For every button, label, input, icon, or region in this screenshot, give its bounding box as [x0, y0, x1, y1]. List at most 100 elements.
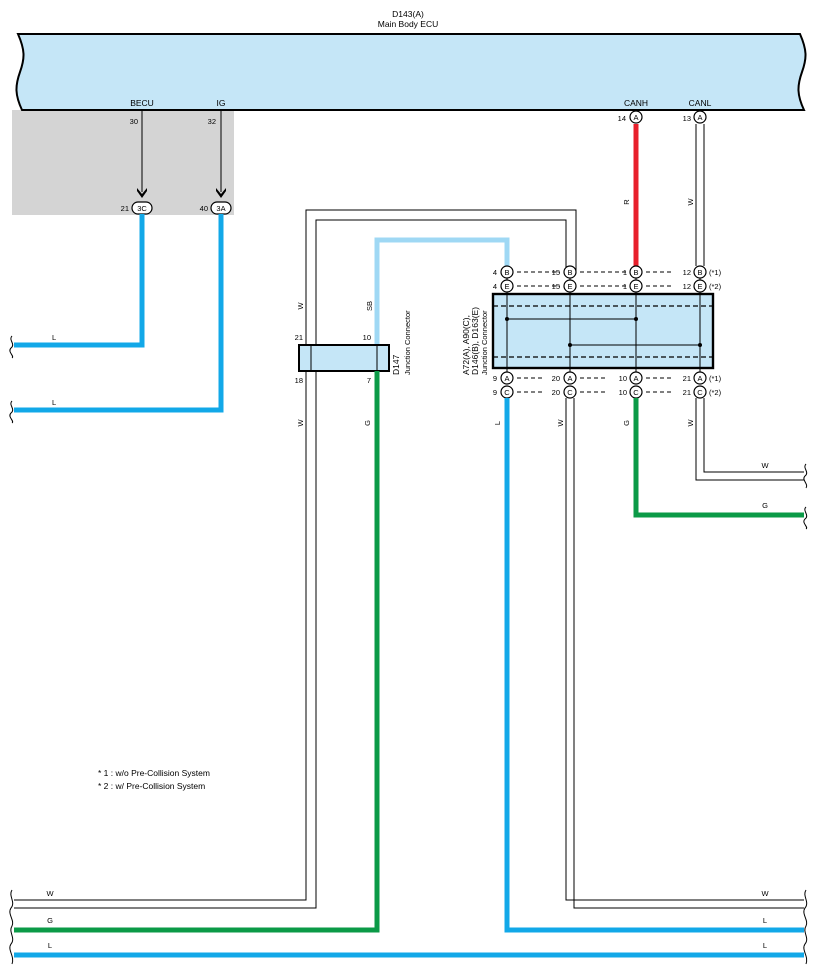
row-c-note: (*2): [709, 388, 722, 397]
label-bottom-l-left: L: [48, 941, 52, 950]
junction-title-3: Junction Connector: [480, 310, 489, 375]
wire-l-junction: [504, 398, 804, 933]
wire-w-loop-outer: [305, 209, 577, 345]
d147-id: D147: [391, 354, 401, 375]
break-mark-left-2: [9, 400, 14, 424]
wire-w-lower-outer: [14, 371, 307, 901]
d147-name: Junction Connector: [403, 310, 412, 375]
row-a-term-4: [693, 371, 707, 385]
pin-3c: 21: [121, 204, 129, 213]
row-b-term-3: [629, 265, 643, 279]
junction-title-2: D146(B), D163(E): [470, 307, 480, 375]
row-b-term-4: [693, 265, 707, 279]
label-g-junction: G: [622, 420, 631, 426]
row-e-pin-l: 4: [493, 282, 497, 291]
row-e-term-3: [629, 279, 643, 293]
wire-w-loop-inner: [315, 219, 567, 345]
ecu-name: Main Body ECU: [378, 19, 438, 29]
canh-terminal: [629, 110, 643, 124]
row-a-pin-m2: 10: [619, 374, 627, 383]
d147-pin-7: 7: [367, 376, 371, 385]
row-a-term-2: [563, 371, 577, 385]
junction-node-1: [505, 317, 509, 321]
row-b-pin-m1: 15: [552, 268, 560, 277]
row-e-term-2: [563, 279, 577, 293]
pin-canh: 14: [618, 114, 626, 123]
row-a-tag-2: A: [567, 374, 572, 383]
break-mark-bottom-right: [803, 889, 808, 965]
pin-ig: 32: [208, 117, 216, 126]
main-body-ecu: [15, 33, 807, 111]
wire-w-junction-r-outer: [695, 398, 804, 481]
label-right-g: G: [762, 501, 768, 510]
row-c-pin-m1: 20: [552, 388, 560, 397]
row-c-tag-4: C: [697, 388, 703, 397]
row-a-pin-m1: 20: [552, 374, 560, 383]
terminal-becu: BECU: [130, 98, 154, 108]
terminal-ig: IG: [217, 98, 226, 108]
row-b-tag-2: B: [567, 268, 572, 277]
row-c-pin-r: 21: [683, 388, 691, 397]
d147-pin-18: 18: [295, 376, 303, 385]
label-canh-r: R: [622, 199, 631, 205]
row-e-tag-4: E: [697, 282, 702, 291]
junction-title-1: A72(A), A90(C),: [461, 315, 471, 375]
pin-3a: 40: [200, 204, 208, 213]
row-a-tag-3: A: [633, 374, 638, 383]
row-b-pin-r: 12: [683, 268, 691, 277]
label-becu-l: L: [52, 333, 56, 342]
canh-terminal-tag: A: [633, 113, 638, 122]
row-c-pin-m2: 10: [619, 388, 627, 397]
row-a-term-1: [500, 371, 514, 385]
terminal-canh: CANH: [624, 98, 648, 108]
row-e-term-4: [693, 279, 707, 293]
junction-node-2: [634, 317, 638, 321]
label-sb: SB: [365, 301, 374, 311]
connector-3a-tag: 3A: [216, 204, 225, 213]
row-c-tag-3: C: [633, 388, 639, 397]
label-ig-l: L: [52, 398, 56, 407]
row-c-tag-2: C: [567, 388, 573, 397]
wire-w-lower-inner: [14, 371, 317, 909]
label-bottom-g-left: G: [47, 916, 53, 925]
label-bottom-w-left: W: [46, 889, 54, 898]
label-g-d147: G: [363, 420, 372, 426]
ig-arrow-icon: [216, 188, 226, 198]
row-e-tag-2: E: [567, 282, 572, 291]
footnote-1: * 1 : w/o Pre-Collision System: [98, 768, 210, 778]
row-b-tag-1: B: [504, 268, 509, 277]
break-mark-right-1: [803, 463, 808, 489]
wire-ig-l: [14, 214, 224, 413]
row-e-tag-1: E: [504, 282, 509, 291]
row-e-note: (*2): [709, 282, 722, 291]
d147-pin-21: 21: [295, 333, 303, 342]
label-w-lower: W: [296, 419, 305, 427]
row-a-term-3: [629, 371, 643, 385]
wire-g-junction: [633, 398, 804, 518]
row-c-term-4: [693, 385, 707, 399]
row-b-term-1: [500, 265, 514, 279]
row-c-term-2: [563, 385, 577, 399]
canl-terminal: [693, 110, 707, 124]
row-a-tag-1: A: [504, 374, 509, 383]
wire-w-junction-inner: [573, 398, 804, 909]
becu-arrow-icon: [137, 188, 147, 198]
row-b-tag-3: B: [633, 268, 638, 277]
row-e-pin-r: 12: [683, 282, 691, 291]
break-mark-left-1: [9, 335, 14, 359]
row-a-tag-4: A: [697, 374, 702, 383]
label-w-upper: W: [296, 302, 305, 310]
label-right-w: W: [761, 461, 769, 470]
label-bottom-l-right-1: L: [763, 916, 767, 925]
connector-3c-tag: 3C: [137, 204, 147, 213]
label-bottom-l-right-2: L: [763, 941, 767, 950]
row-a-pin-r: 21: [683, 374, 691, 383]
wire-sb: [374, 237, 510, 345]
row-a-pin-l: 9: [493, 374, 497, 383]
d147-connector: [298, 344, 390, 372]
label-bottom-w-right: W: [761, 889, 769, 898]
label-canl-w: W: [686, 198, 695, 206]
row-b-pin-m2: 1: [623, 268, 627, 277]
row-e-tag-3: E: [633, 282, 638, 291]
